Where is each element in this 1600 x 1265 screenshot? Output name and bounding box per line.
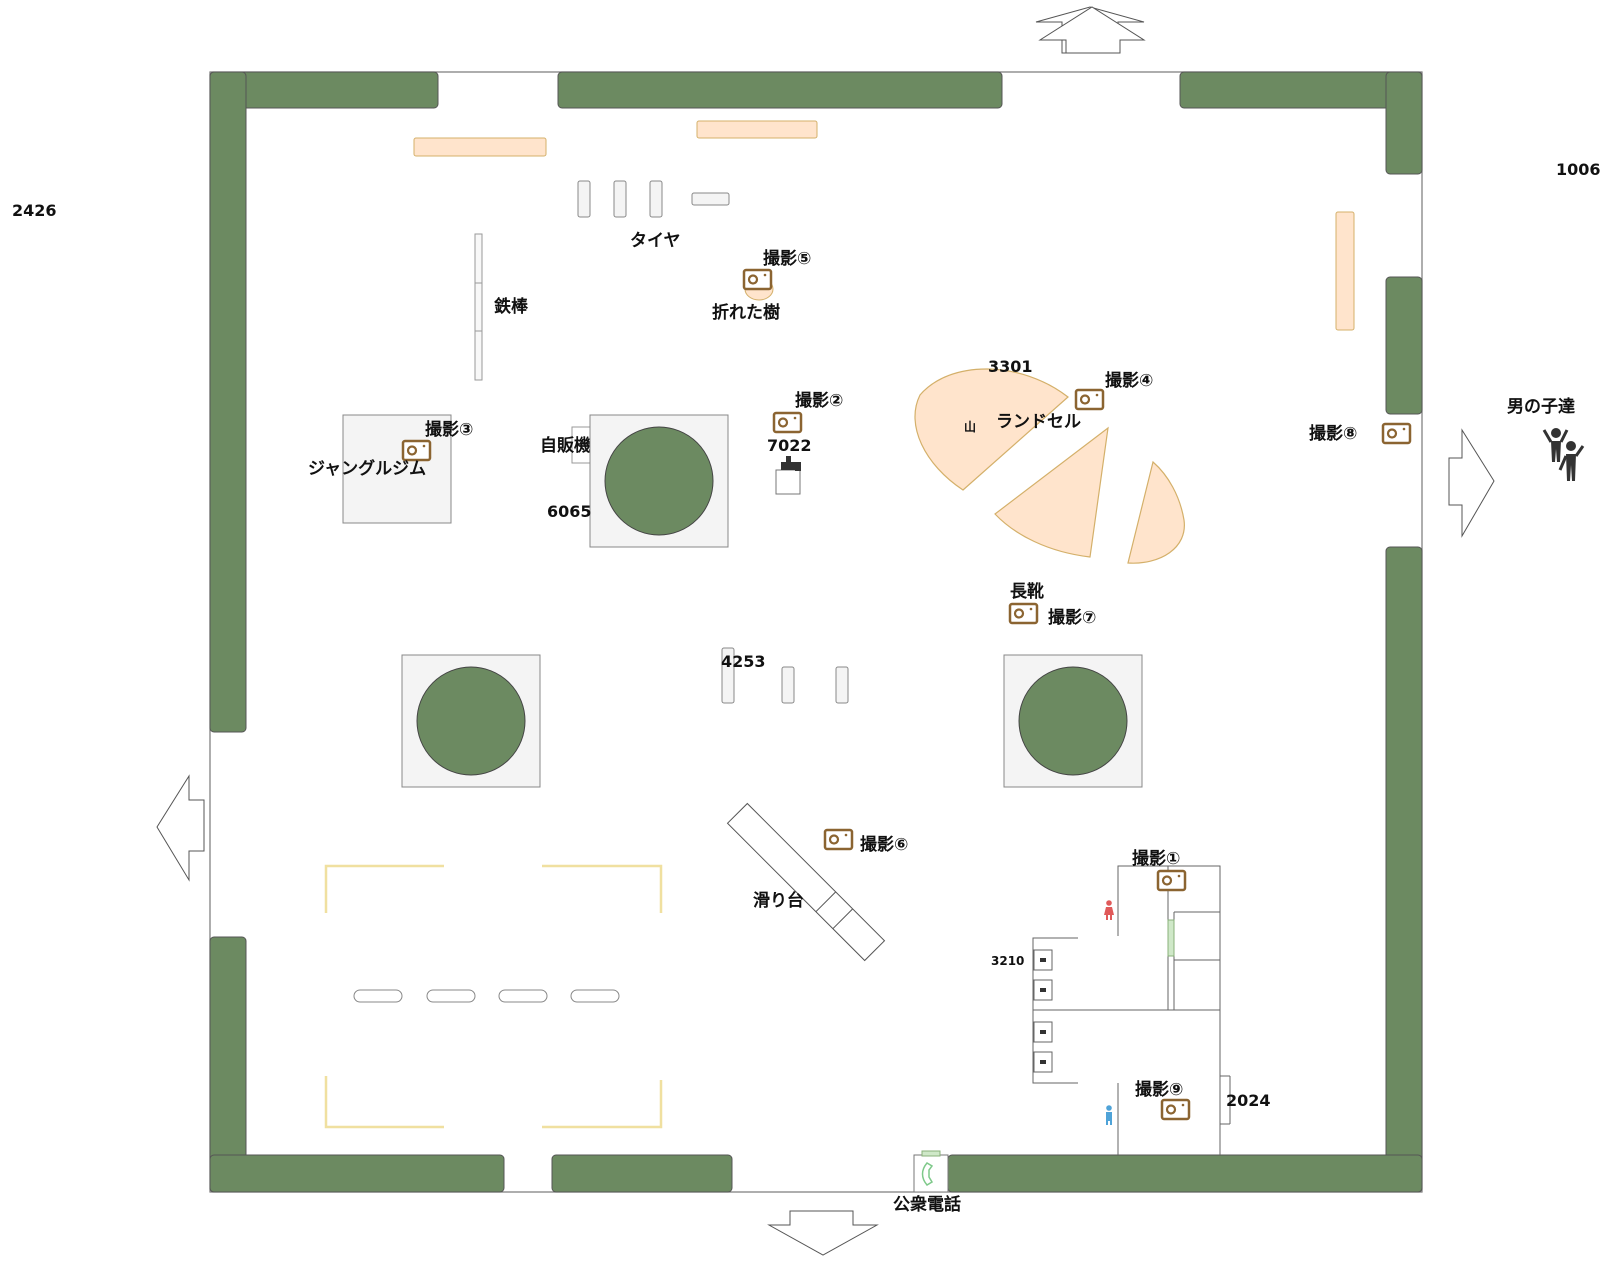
number-6065: 6065 xyxy=(547,502,592,521)
number-3210: 3210 xyxy=(991,954,1024,968)
phone-booth xyxy=(913,1154,949,1193)
bench-right xyxy=(1335,211,1355,331)
iron-bar xyxy=(474,233,483,381)
post xyxy=(721,647,735,704)
camera-8-label: 撮影⑧ xyxy=(1309,423,1357,444)
camera-icon xyxy=(401,439,432,462)
camera-1-label: 撮影① xyxy=(1132,848,1180,869)
number-7022: 7022 xyxy=(767,436,812,455)
camera-icon xyxy=(823,828,854,851)
mound-3 xyxy=(1127,460,1185,564)
male-toilet-icon xyxy=(1106,1105,1112,1125)
iron-bar-label: 鉄棒 xyxy=(494,296,529,317)
faucet-icon xyxy=(775,456,801,495)
camera-7-label: 撮影⑦ xyxy=(1048,607,1096,628)
wall-right-top xyxy=(1385,71,1423,175)
post xyxy=(835,666,849,704)
toilet-building xyxy=(1032,865,1231,1155)
sandbox xyxy=(324,864,663,1129)
sinks xyxy=(1033,949,1053,1073)
camera-2-label: 撮影② xyxy=(795,390,843,411)
mountain-label: 山 xyxy=(964,419,976,434)
exit-arrow-left xyxy=(156,774,205,882)
door xyxy=(1167,919,1175,957)
camera-5-label: 撮影⑤ xyxy=(763,248,811,269)
number-2024: 2024 xyxy=(1226,1091,1271,1110)
tree xyxy=(604,426,714,536)
phone-label: 公衆電話 xyxy=(893,1194,961,1215)
tree xyxy=(1018,666,1128,776)
wall-bottom-right xyxy=(947,1154,1423,1193)
park-boundary xyxy=(209,71,1423,1193)
slide-label: 滑り台 xyxy=(753,890,804,911)
tire xyxy=(613,180,627,218)
post xyxy=(781,666,795,704)
wall-top-middle xyxy=(557,71,1003,109)
exit-arrow-icon xyxy=(1035,6,1145,54)
tree xyxy=(416,666,526,776)
jungle-gym xyxy=(342,414,452,524)
wall-left-lower xyxy=(209,936,247,1193)
number-1006: 1006 xyxy=(1556,160,1600,179)
tire-label: タイヤ xyxy=(630,231,681,251)
randoseru-label: ランドセル xyxy=(996,412,1081,432)
female-toilet-icon xyxy=(1104,900,1114,920)
number-4253: 4253 xyxy=(721,652,766,671)
camera-icon xyxy=(1381,422,1412,445)
mound-2 xyxy=(994,426,1109,558)
bench-top-left xyxy=(413,137,547,157)
wall-left-upper xyxy=(209,71,247,733)
sink-faucets xyxy=(1040,958,1046,1064)
number-2426: 2426 xyxy=(12,201,57,220)
stepping-stones xyxy=(353,989,620,1003)
camera-icon xyxy=(1008,602,1039,625)
camera-icon xyxy=(1156,869,1187,892)
wall-right-middle xyxy=(1385,276,1423,415)
tire xyxy=(649,180,663,218)
camera-6-label: 撮影⑥ xyxy=(860,834,908,855)
exit-arrow-right xyxy=(1448,428,1495,538)
wall-bottom-left xyxy=(209,1154,505,1193)
camera-icon xyxy=(1074,388,1105,411)
camera-9-label: 撮影⑨ xyxy=(1135,1079,1183,1100)
camera-4-label: 撮影④ xyxy=(1105,370,1153,391)
jungle-gym-label: ジャングルジム xyxy=(308,458,426,479)
wall-bottom-middle xyxy=(551,1154,733,1193)
phone-icon xyxy=(921,1162,934,1186)
camera-icon xyxy=(1160,1098,1191,1121)
exit-arrow-bottom xyxy=(767,1210,879,1256)
slide xyxy=(726,802,886,962)
vending-label: 自販機 xyxy=(540,435,591,456)
exit-arrow-top xyxy=(1038,6,1146,54)
tire xyxy=(691,192,730,206)
number-3301: 3301 xyxy=(988,357,1033,376)
tire xyxy=(577,180,591,218)
wall-right-lower xyxy=(1385,546,1423,1193)
camera-icon xyxy=(742,268,773,291)
mound-1 xyxy=(914,368,1069,491)
broken-tree-label: 折れた樹 xyxy=(712,302,780,323)
boys-label: 男の子達 xyxy=(1507,397,1575,417)
camera-3-label: 撮影③ xyxy=(425,419,473,440)
people-icon xyxy=(1542,428,1585,481)
camera-icon xyxy=(772,411,803,434)
boots-label: 長靴 xyxy=(1010,581,1044,602)
bench-top-middle xyxy=(696,120,818,139)
